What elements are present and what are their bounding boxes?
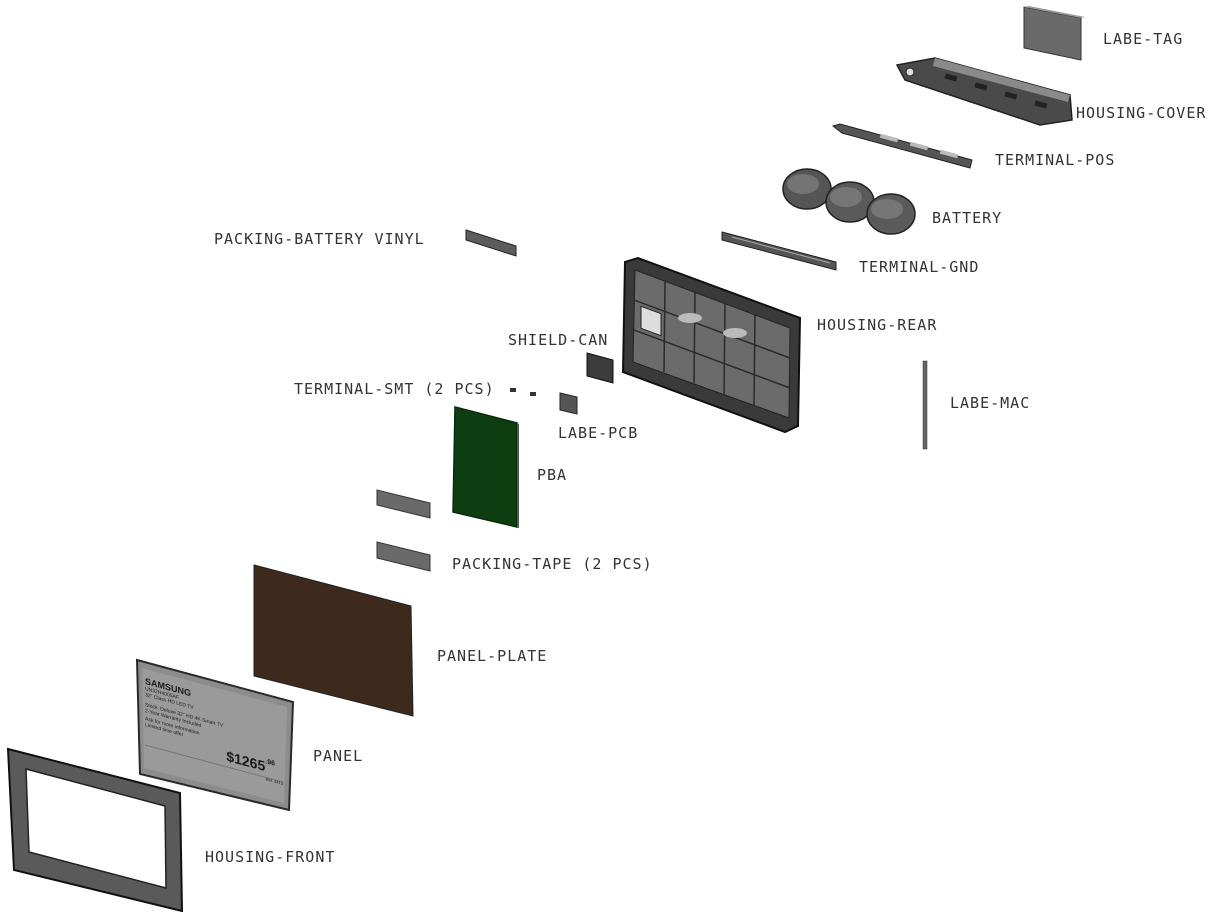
panel-plate-part [253, 564, 414, 717]
label-labe-pcb: LABE-PCB [558, 424, 639, 442]
label-panel-plate: PANEL-PLATE [437, 647, 548, 665]
label-terminal-pos: TERMINAL-POS [995, 151, 1116, 169]
label-shield-can: SHIELD-CAN [508, 331, 609, 349]
label-terminal-smt: TERMINAL-SMT (2 PCS) [294, 380, 495, 398]
pba-part [452, 406, 519, 528]
panel-part [135, 658, 295, 812]
labe-pcb-part [559, 392, 578, 415]
label-housing-front: HOUSING-FRONT [205, 848, 336, 866]
terminal-pos-part [831, 123, 973, 169]
label-pba: PBA [537, 466, 568, 484]
terminal-smt-part [510, 388, 536, 396]
housing-rear-part [621, 256, 802, 434]
panel-price-cents: .96 [265, 758, 275, 768]
housing-front-part [6, 747, 184, 912]
label-panel: PANEL [313, 747, 364, 765]
label-packing-tape: PACKING-TAPE (2 PCS) [452, 555, 653, 573]
battery-part [782, 168, 916, 235]
label-battery: BATTERY [932, 209, 1003, 227]
label-labe-mac: LABE-MAC [950, 394, 1031, 412]
label-housing-rear: HOUSING-REAR [817, 316, 938, 334]
labe-tag-part [1023, 6, 1085, 61]
label-labe-tag: LABE-TAG [1103, 30, 1184, 48]
label-packing-battery-vinyl: PACKING-BATTERY VINYL [214, 230, 425, 248]
housing-cover-part [895, 57, 1073, 126]
shield-can-part [586, 352, 614, 384]
labe-mac-part [922, 360, 928, 450]
packing-tape-part [376, 489, 431, 572]
label-housing-cover: HOUSING-COVER [1076, 104, 1207, 122]
terminal-gnd-part [721, 231, 837, 271]
packing-battery-vinyl-part [465, 229, 517, 257]
label-terminal-gnd: TERMINAL-GND [859, 258, 980, 276]
